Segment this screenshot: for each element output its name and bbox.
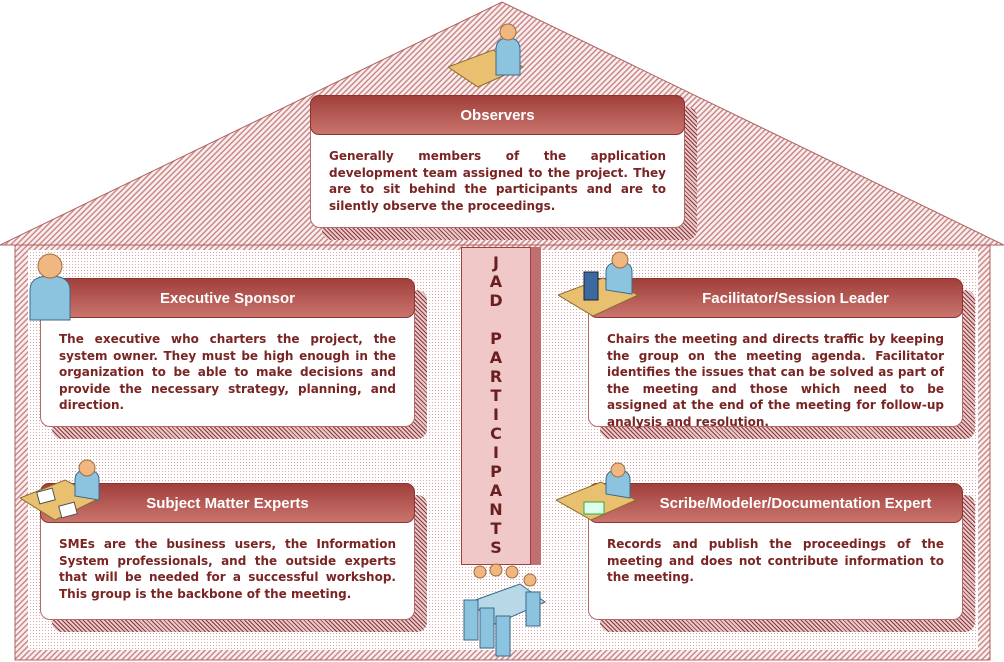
card-title: Observers <box>310 95 685 135</box>
card-title: Scribe/Modeler/Documentation Expert <box>588 483 963 523</box>
pillar-letter: D <box>489 291 503 310</box>
executive-sponsor-card: The executive who charters the project, … <box>40 278 427 439</box>
card-title: Facilitator/Session Leader <box>588 278 963 318</box>
pillar-letter: I <box>493 443 499 462</box>
person-icon <box>29 253 71 321</box>
sme-card: SMEs are the business users, the Informa… <box>40 483 427 632</box>
observers-card: Generally members of the application dev… <box>310 95 697 240</box>
person-at-computer-icon <box>558 251 640 317</box>
meeting-table-icon <box>463 563 547 657</box>
jad-participants-pillar: J A D P A R T I C I P A N T S <box>461 247 531 565</box>
facilitator-card: Chairs the meeting and directs traffic b… <box>588 278 975 439</box>
pillar-letter: T <box>490 519 502 538</box>
person-writing-icon <box>556 462 638 521</box>
pillar-letter: T <box>490 386 502 405</box>
pillar-letter: N <box>489 500 503 519</box>
pillar-letter: A <box>489 348 503 367</box>
scribe-card: Records and publish the proceedings of t… <box>588 483 975 632</box>
pillar-letter: I <box>493 405 499 424</box>
pillar-letter: A <box>489 481 503 500</box>
pillar-letter: A <box>489 272 503 291</box>
pillar-letter: J <box>493 253 499 272</box>
pillar-letter: C <box>490 424 502 443</box>
person-with-documents-icon <box>20 459 102 521</box>
card-title: Executive Sponsor <box>40 278 415 318</box>
pillar-side <box>531 247 541 565</box>
pillar-letter: P <box>490 462 502 481</box>
pillar-letter: S <box>490 538 502 557</box>
pillar-letter: P <box>490 329 502 348</box>
pillar-letter: R <box>489 367 503 386</box>
person-at-desk-icon <box>448 23 525 88</box>
